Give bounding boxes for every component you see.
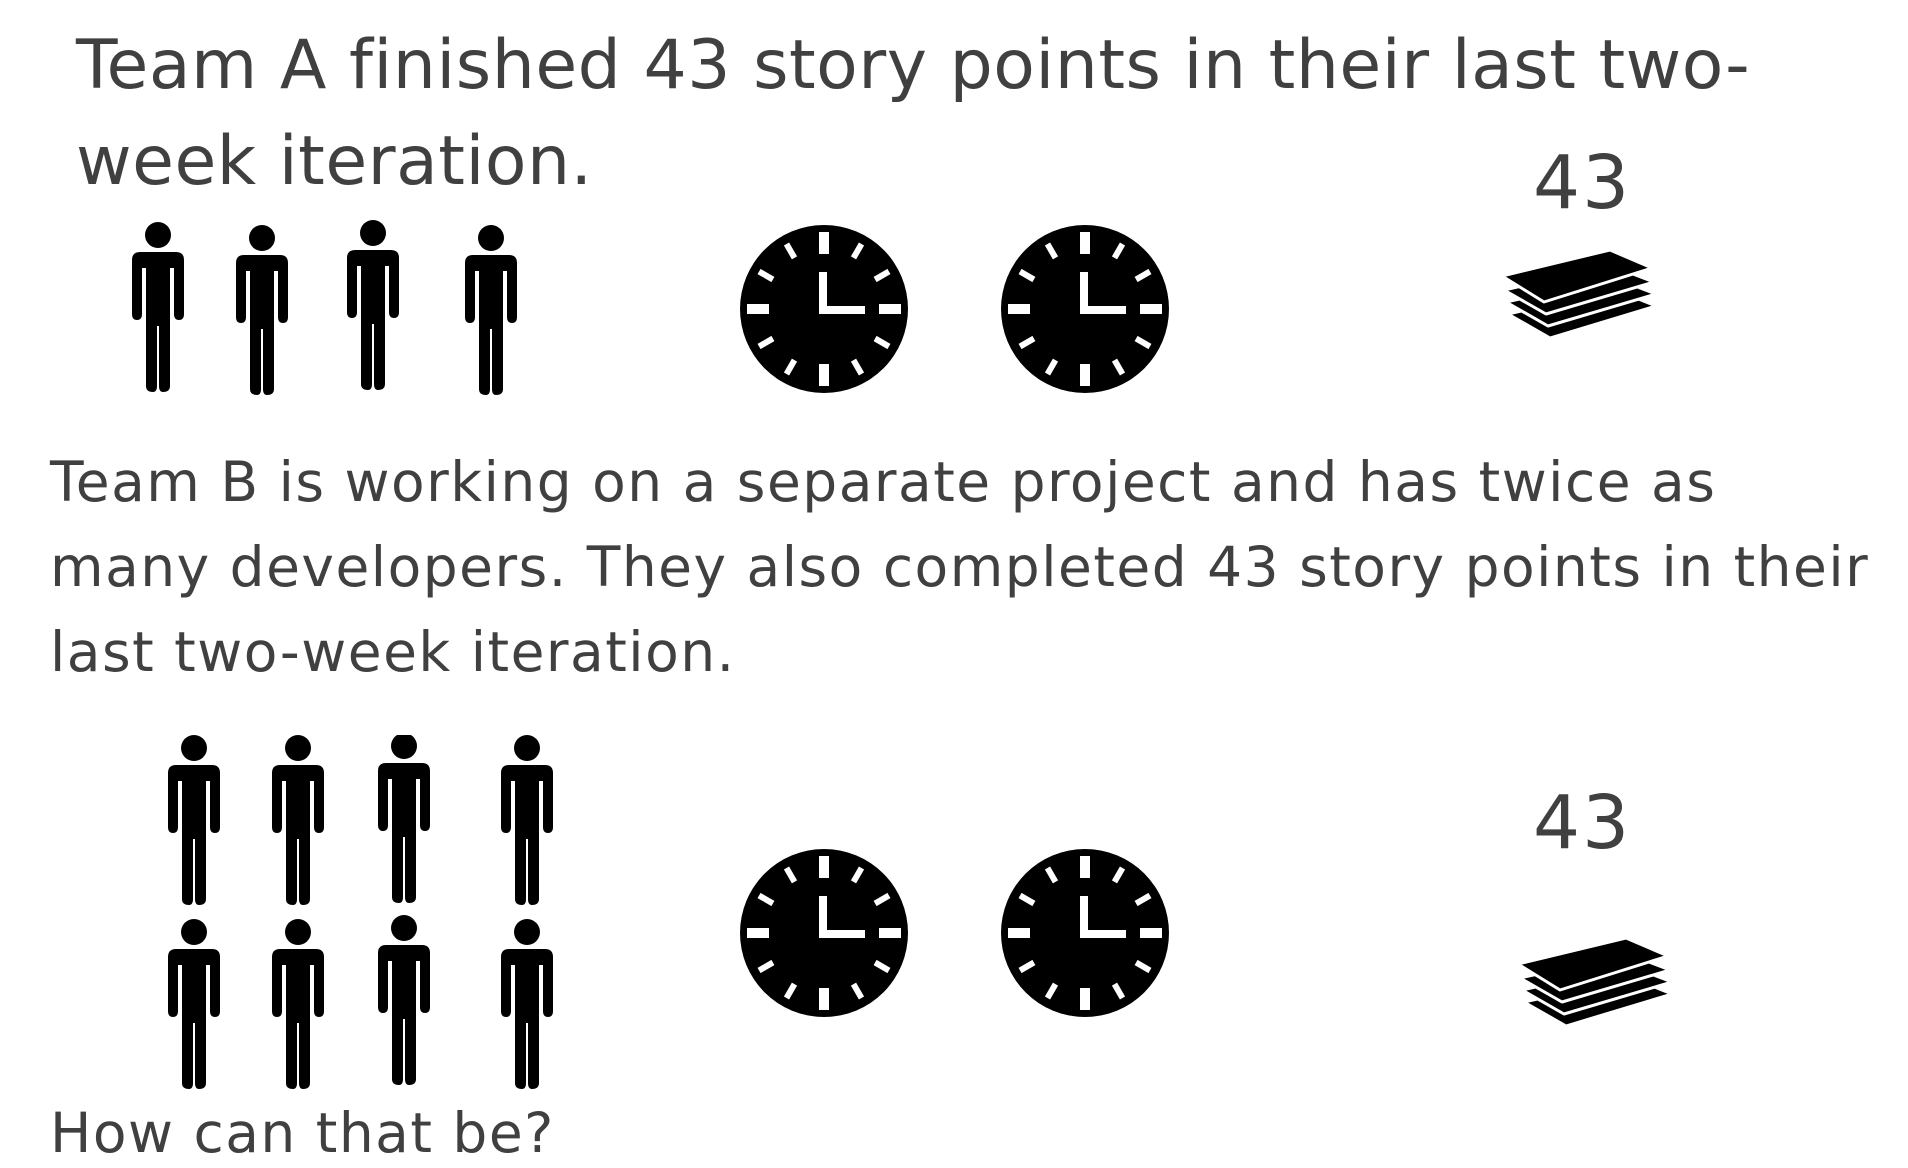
- person-icon: [272, 919, 324, 1089]
- question-text: How can that be?: [50, 1101, 555, 1165]
- person-icon: [501, 735, 553, 905]
- clock-icon: [740, 225, 908, 393]
- person-icon: [501, 919, 553, 1089]
- person-icon: [132, 222, 184, 392]
- team-b-developers: [162, 735, 592, 1095]
- clock-icon: [1001, 849, 1169, 1017]
- person-icon: [168, 735, 220, 905]
- team-a-iteration-clocks: [739, 224, 1169, 396]
- team-b-iteration-clocks: [739, 848, 1169, 1020]
- paper-stack-icon: [1496, 240, 1666, 350]
- paper-stack-icon: [1512, 928, 1682, 1038]
- team-b-text: Team B is working on a separate project …: [50, 450, 1870, 684]
- person-icon: [236, 225, 288, 395]
- team-a-points-label: 43: [1533, 140, 1632, 226]
- person-icon: [272, 735, 324, 905]
- team-a-text: Team A finished 43 story points in their…: [76, 26, 1751, 201]
- team-a-developers: [126, 220, 576, 396]
- person-icon: [168, 919, 220, 1089]
- person-icon: [378, 735, 430, 903]
- person-icon: [378, 915, 430, 1085]
- clock-icon: [1001, 225, 1169, 393]
- person-icon: [465, 225, 517, 395]
- person-icon: [347, 220, 399, 390]
- clock-icon: [740, 849, 908, 1017]
- team-b-points-label: 43: [1533, 780, 1632, 866]
